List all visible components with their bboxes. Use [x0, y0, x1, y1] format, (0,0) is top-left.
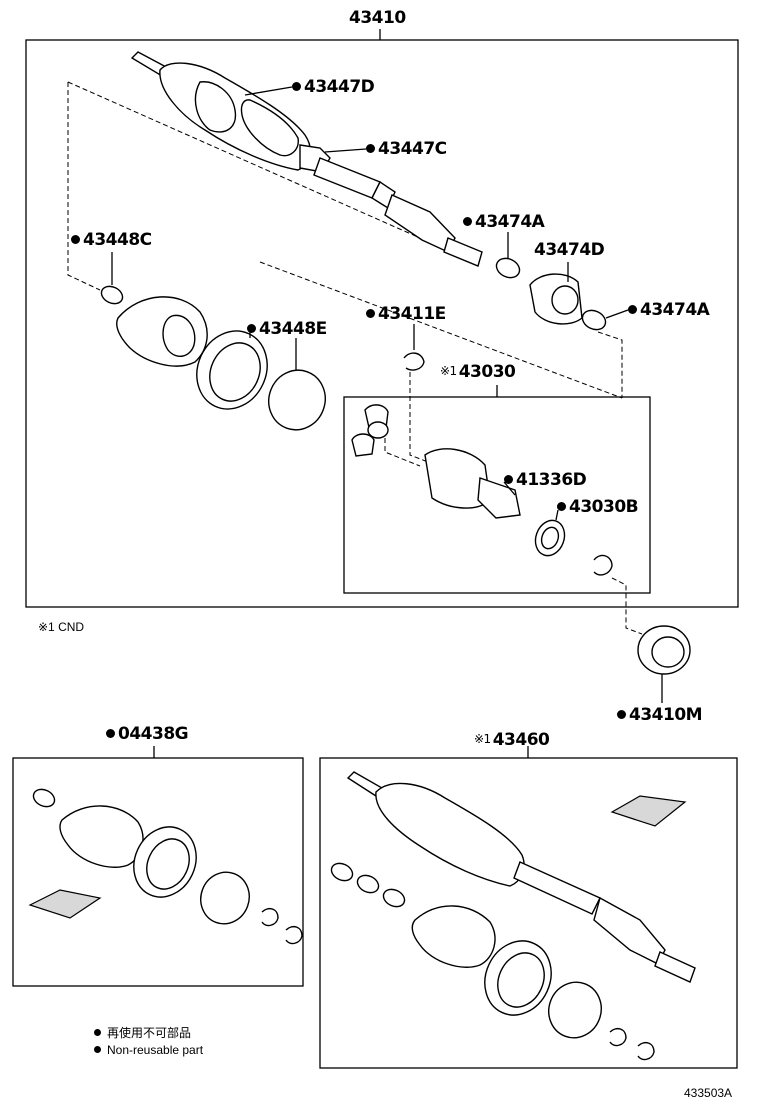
- part-43474A-top-label: 43474A: [463, 212, 545, 232]
- boot-group-dashed-left: [67, 82, 101, 291]
- tripod-dashed-link: [384, 430, 421, 467]
- part-43448E-label: 43448E: [247, 319, 327, 339]
- clip-43411E: [403, 352, 425, 371]
- part-43447C-label: 43447C: [366, 139, 447, 159]
- shaft-assembly-parts: [330, 771, 696, 1061]
- reference-mark-icon: ※1: [474, 732, 491, 746]
- bullet-icon: [71, 235, 80, 244]
- boot-inner: [116, 296, 208, 367]
- legend-line-english: Non-reusable part: [94, 1043, 203, 1057]
- main-assembly-frame: [25, 39, 739, 608]
- bullet-icon: [247, 324, 256, 333]
- bearing-dashed-link: [611, 577, 643, 635]
- part-41336D-label: 41336D: [504, 470, 587, 490]
- boot-group-dashed-diag: [259, 261, 623, 399]
- boot-group-dashed-right: [597, 331, 623, 398]
- snap-ring-43030: [593, 554, 613, 576]
- bullet-icon: [106, 729, 115, 738]
- reference-mark-icon: ※1: [38, 620, 55, 634]
- part-43447D-label: 43447D: [292, 77, 375, 97]
- damper-43474D: [529, 273, 583, 325]
- footnote-text: CND: [58, 620, 85, 634]
- boot-kit-frame: [12, 757, 304, 987]
- drive-shaft-main: [130, 51, 483, 267]
- part-43410M-label: 43410M: [617, 705, 703, 725]
- bullet-icon: [292, 82, 301, 91]
- legend-line-japanese: 再使用不可部品: [94, 1024, 191, 1041]
- boot-kit-parts: [28, 788, 303, 945]
- bullet-icon: [366, 144, 375, 153]
- part-43030B-label: 43030B: [557, 497, 639, 517]
- part-43474A-right-label: 43474A: [628, 300, 710, 320]
- clip-dashed-link: [409, 372, 429, 463]
- part-43474D-label: 43474D: [534, 240, 605, 260]
- bearing-43410M: [637, 625, 691, 675]
- assembly-43410-label: 43410: [349, 8, 406, 28]
- bullet-icon: [463, 217, 472, 226]
- boot-group-dashed-top: [67, 81, 421, 239]
- tripod-joint: [351, 404, 389, 457]
- inner-joint-43030: [424, 448, 521, 519]
- bullet-icon: [94, 1046, 101, 1053]
- footnote: ※1 CND: [38, 620, 84, 634]
- bullet-icon: [628, 305, 637, 314]
- cup-housing: [196, 330, 268, 410]
- bullet-icon: [366, 309, 375, 318]
- reference-mark-icon: ※1: [440, 364, 457, 378]
- bullet-icon: [557, 502, 566, 511]
- kit-04438G-label: 04438G: [106, 724, 189, 744]
- part-43448C-label: 43448C: [71, 230, 152, 250]
- document-code: 433503A: [684, 1086, 733, 1100]
- bullet-icon: [504, 475, 513, 484]
- clamp-43474A-right: [581, 309, 607, 331]
- clamp-43474A-top: [495, 257, 521, 279]
- bullet-icon: [617, 710, 626, 719]
- band-43448E: [268, 369, 326, 431]
- part-43411E-label: 43411E: [366, 304, 446, 324]
- clamp-43448C: [100, 285, 124, 305]
- bullet-icon: [94, 1029, 101, 1036]
